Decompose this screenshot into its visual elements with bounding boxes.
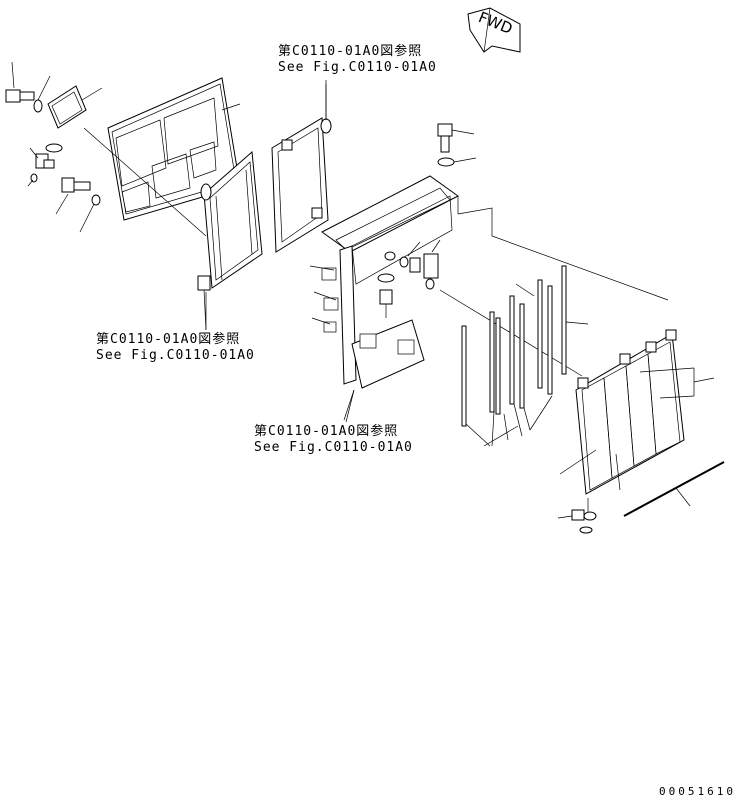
reference-en: See Fig.C0110-01A0 [96,348,255,363]
bolt-top-left [5,61,35,103]
reference-note-left: 第C0110-01A0図参照 See Fig.C0110-01A0 [96,332,255,364]
reference-note-bottom: 第C0110-01A0図参照 See Fig.C0110-01A0 [254,424,413,456]
fwd-arrow [467,7,521,53]
hose-fittings [399,239,441,290]
reference-en: See Fig.C0110-01A0 [278,60,437,75]
washer-top-left [33,75,51,113]
bolt-top-center [437,123,477,167]
leader-line [83,127,207,237]
reference-jp: 第C0110-01A0図参照 [254,424,399,439]
radiator-core-left [197,150,263,331]
bolt-mid-left [55,177,101,233]
bolt-bottom-right [557,498,597,534]
reference-jp: 第C0110-01A0図参照 [278,44,423,59]
reference-note-top: 第C0110-01A0図参照 See Fig.C0110-01A0 [278,44,437,76]
cover-plate [45,85,103,153]
radiator-core-right [559,329,715,495]
reference-jp: 第C0110-01A0図参照 [96,332,241,347]
long-rod [623,461,725,517]
seal-strips [461,265,589,447]
radiator-core-middle [271,84,332,253]
center-housing [309,175,459,421]
reference-en: See Fig.C0110-01A0 [254,440,413,455]
outline-line [457,207,669,301]
elbow-fitting [27,147,55,187]
ref-leader-bottom [345,389,355,423]
drawing-code: 00051610 [659,785,736,798]
